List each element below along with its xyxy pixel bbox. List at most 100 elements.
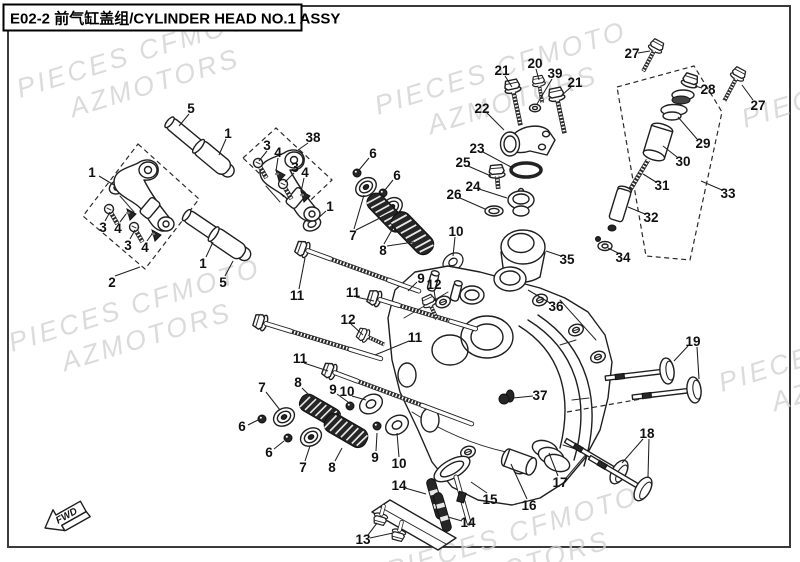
part-number-label: 10 xyxy=(339,384,354,399)
rocker-pivot-left xyxy=(139,197,161,219)
adjuster-nut-4 xyxy=(150,229,162,242)
leader-line xyxy=(369,532,394,539)
part-number-label: 35 xyxy=(559,252,575,267)
leader-line xyxy=(459,197,486,210)
leader-line xyxy=(336,393,349,403)
part-number-label: 7 xyxy=(349,228,357,243)
spacer-stack-17 xyxy=(531,439,571,473)
leader-line xyxy=(512,395,534,399)
part-number-label: 6 xyxy=(238,419,246,434)
leader-line xyxy=(694,85,703,89)
part-number-label: 5 xyxy=(187,101,195,116)
leader-line xyxy=(205,241,214,258)
part-number-label: 14 xyxy=(391,478,407,493)
part-number-label: 38 xyxy=(305,130,321,145)
leader-line xyxy=(510,463,528,500)
part-number-label: 8 xyxy=(328,460,336,475)
leader-line xyxy=(741,84,754,101)
part-number-label: 9 xyxy=(371,450,379,465)
part-number-label: 4 xyxy=(274,145,282,160)
rocker-pivot-right xyxy=(285,187,307,209)
leader-line xyxy=(447,516,463,522)
part-number-label: 19 xyxy=(685,334,700,349)
leader-line xyxy=(677,116,698,140)
part-number-label: 1 xyxy=(224,126,232,141)
group-box-tensioner-33 xyxy=(616,65,723,261)
thermostat-group xyxy=(484,74,567,292)
valve-axis-dashed-line xyxy=(566,395,659,413)
leader-line xyxy=(486,112,505,131)
tensioner-spring-31 xyxy=(628,158,650,192)
valve-part-15 xyxy=(433,455,472,526)
part-number-label: 18 xyxy=(639,426,655,441)
leader-line xyxy=(353,194,365,230)
part-number-label: 6 xyxy=(393,168,401,183)
head-bolt-11 xyxy=(365,287,479,332)
leader-line xyxy=(178,113,190,127)
title-block: E02-2 前气缸盖组/CYLINDER HEAD NO.1 ASSY xyxy=(2,3,340,32)
part-number-label: 27 xyxy=(750,98,765,113)
group-box-rocker-assy-2 xyxy=(82,143,200,270)
leader-line xyxy=(383,227,394,245)
leader-line xyxy=(535,68,540,81)
part-number-label: 10 xyxy=(391,456,406,471)
part-number-label: 9 xyxy=(329,382,337,397)
leader-line xyxy=(358,157,370,171)
valve-cotter-9 xyxy=(372,421,382,431)
leader-line xyxy=(696,346,700,380)
water-pipe-ring-36 xyxy=(493,266,527,292)
valve-spring-8 xyxy=(320,409,372,452)
rocker-arm-left xyxy=(113,159,175,232)
thermostat-housing-35 xyxy=(500,229,546,283)
part-number-label: 26 xyxy=(446,187,462,202)
seal-29 xyxy=(660,103,688,121)
leader-line xyxy=(374,340,410,356)
leader-line xyxy=(433,289,437,304)
part-number-label: 39 xyxy=(547,66,562,81)
part-number-label: 20 xyxy=(527,56,542,71)
spring-retainer-10 xyxy=(355,389,387,419)
plunger-32 xyxy=(608,185,633,223)
leader-line xyxy=(303,362,329,372)
part-number-label: 3 xyxy=(263,138,271,153)
bottom-bracket-group xyxy=(371,439,571,551)
part-number-label: 4 xyxy=(141,240,149,255)
fwd-direction-marker: FWD xyxy=(44,500,91,532)
head-bolt-11 xyxy=(293,238,422,294)
leader-line xyxy=(404,487,427,495)
part-number-label: 16 xyxy=(521,498,537,513)
leader-line xyxy=(265,391,281,411)
leader-line xyxy=(301,387,315,401)
bolt-27 xyxy=(641,37,667,73)
leader-line xyxy=(536,78,553,105)
leader-line xyxy=(355,296,375,302)
part-number-label: 11 xyxy=(290,288,305,303)
leader-line xyxy=(647,438,650,478)
tensioner-body-30 xyxy=(642,122,674,162)
leader-line xyxy=(298,257,306,290)
diagram-artwork: FWD xyxy=(44,37,749,551)
leader-line xyxy=(642,173,657,183)
part-number-label: 11 xyxy=(346,285,361,300)
leader-line xyxy=(482,151,512,168)
part-number-label: 10 xyxy=(448,224,463,239)
bolt-21 xyxy=(502,77,523,126)
part-number-label: 33 xyxy=(720,186,736,201)
leader-line xyxy=(396,432,400,458)
leader-line xyxy=(478,188,508,199)
part-number-label: 7 xyxy=(299,460,307,475)
leader-line xyxy=(129,229,136,240)
part-number-label: 8 xyxy=(294,375,302,390)
leader-line xyxy=(470,481,488,494)
leader-line xyxy=(662,145,678,158)
leader-line xyxy=(273,440,285,450)
part-number-label: 31 xyxy=(654,178,670,193)
thermostat-24 xyxy=(507,187,535,217)
head-bolt-11 xyxy=(320,360,475,427)
part-number-label: 3 xyxy=(99,220,107,235)
valve-cotter-9 xyxy=(345,401,355,411)
title-box xyxy=(2,3,303,32)
cam-chain-cavity-arc xyxy=(527,319,582,461)
leader-line xyxy=(304,445,311,462)
